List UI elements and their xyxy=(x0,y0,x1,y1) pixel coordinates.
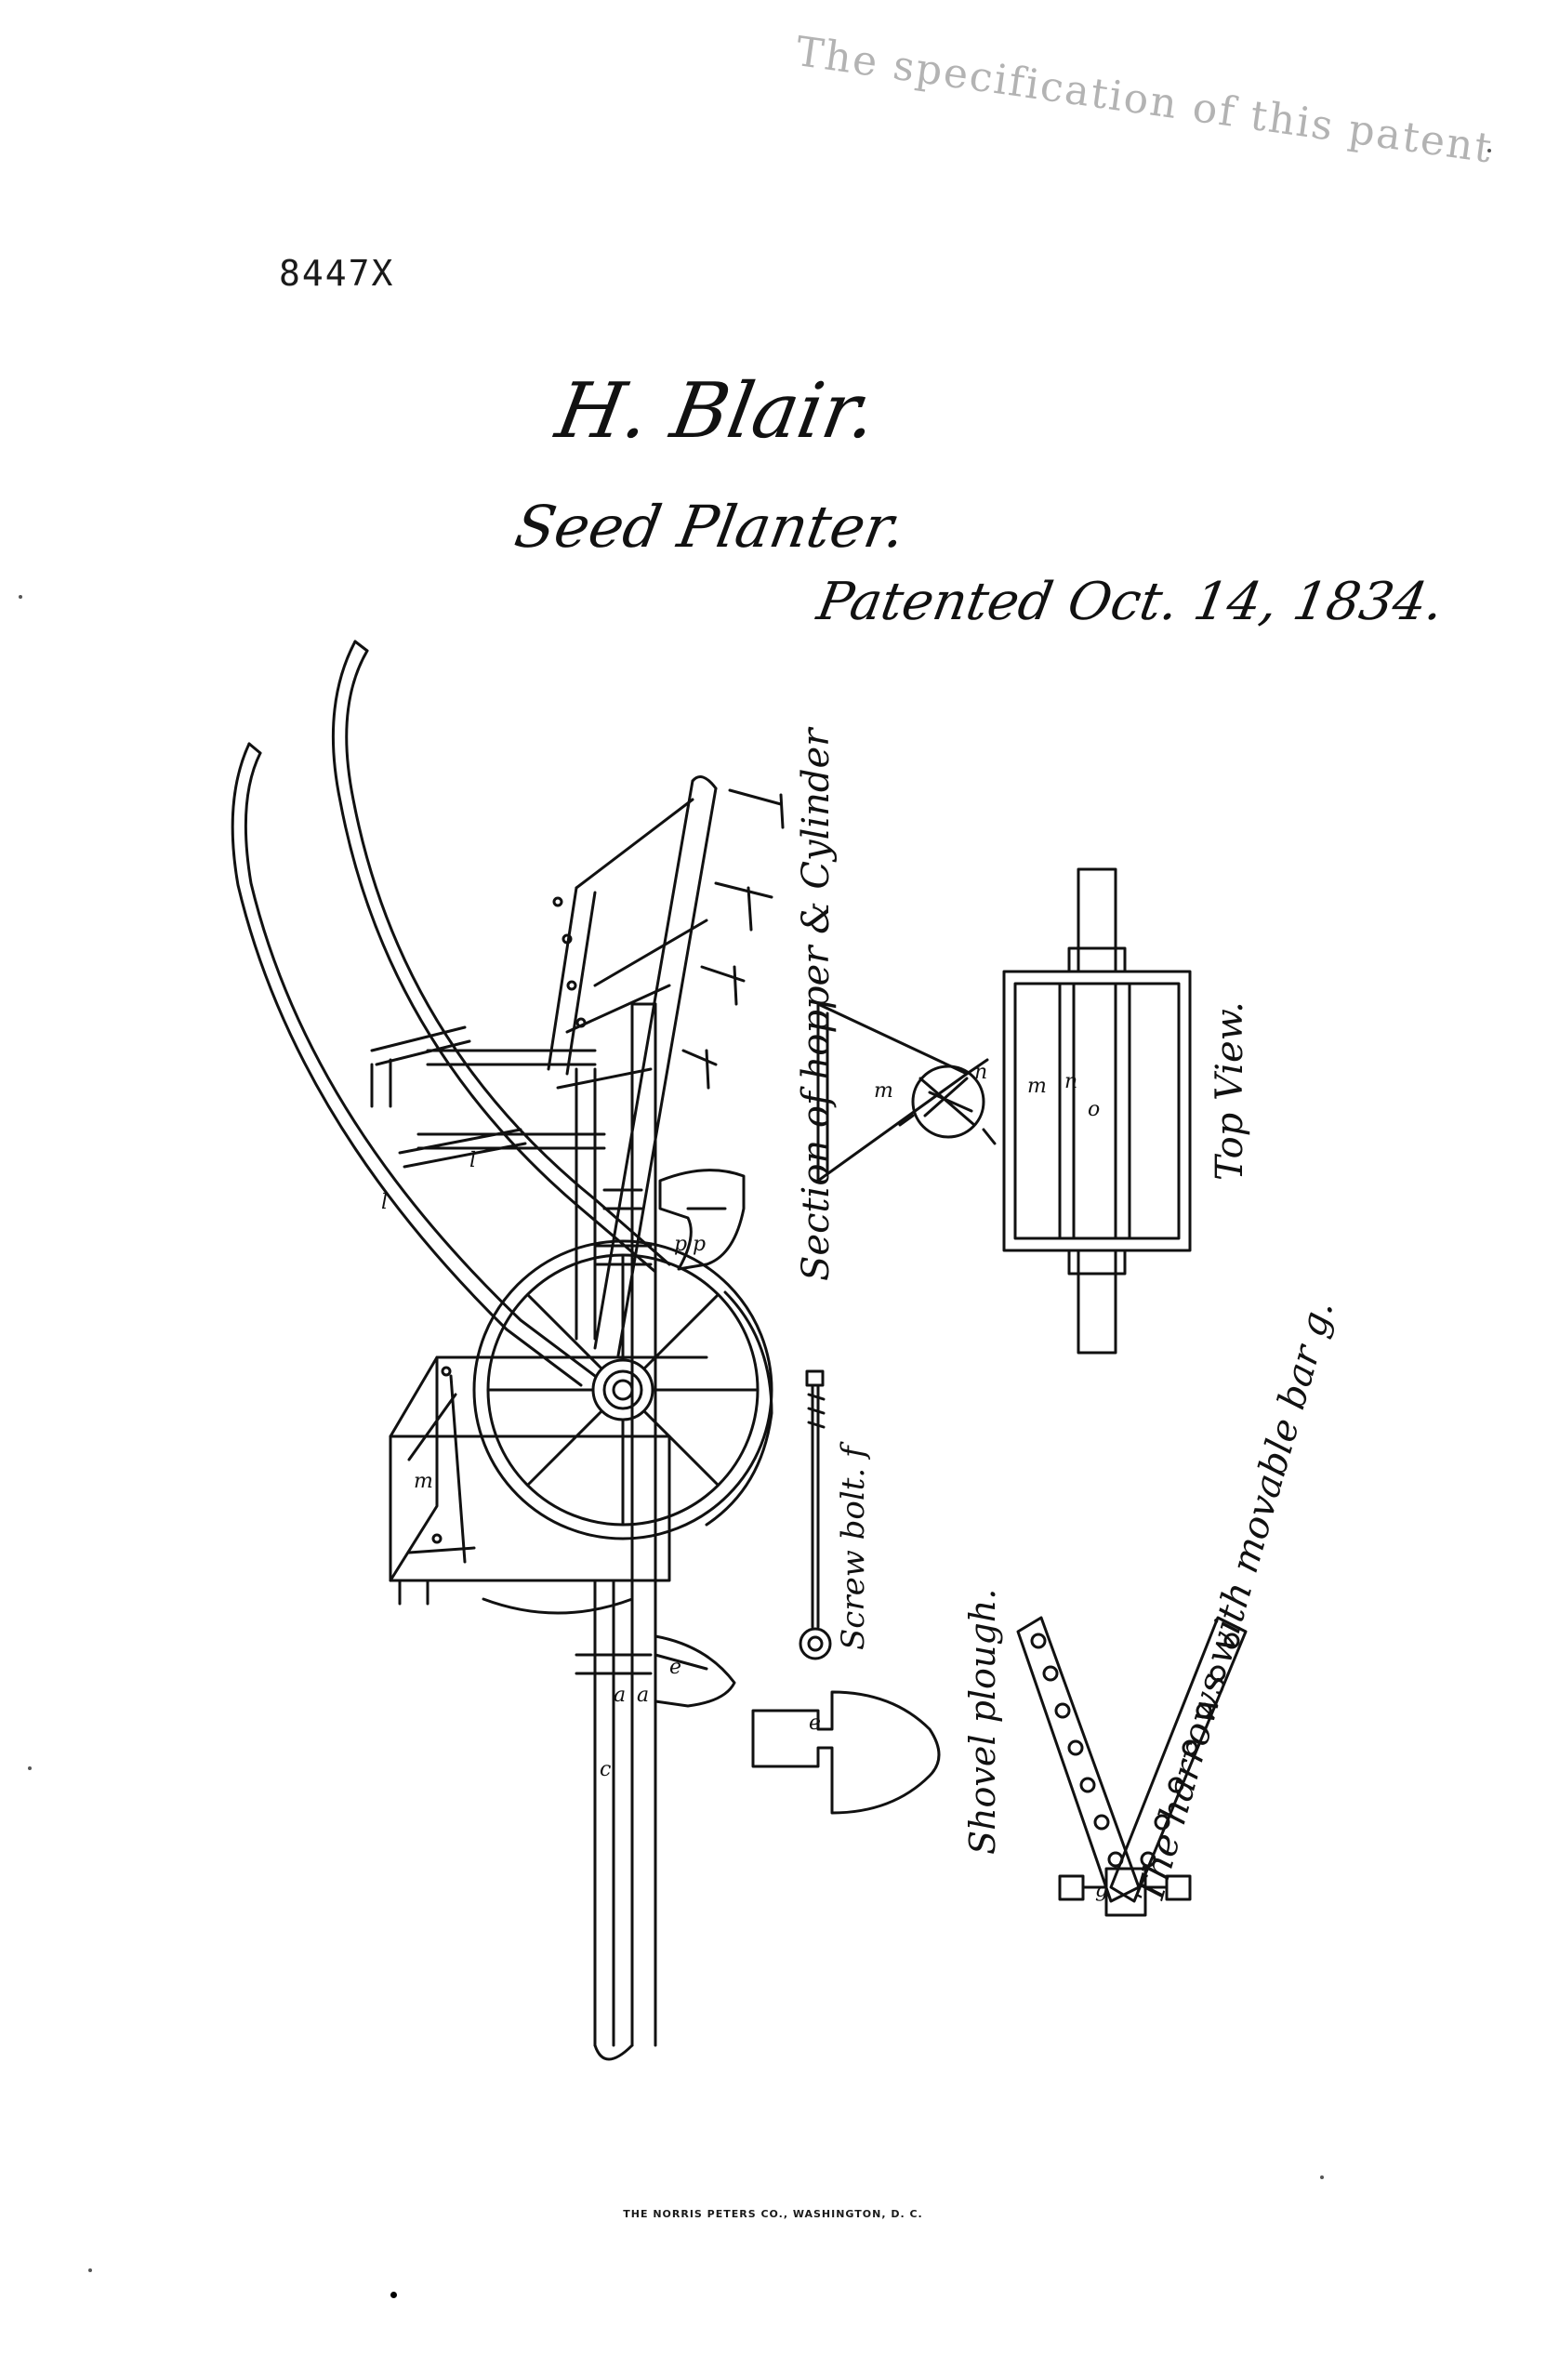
part-letter-l: l xyxy=(381,1191,388,1214)
scan-speck xyxy=(28,1766,32,1770)
part-letter-l: l xyxy=(469,1149,476,1172)
part-letter-a: a xyxy=(614,1684,626,1707)
part-letter-p: p xyxy=(693,1233,706,1256)
handles xyxy=(231,640,671,1387)
caption-screw-bolt: Screw bolt. f xyxy=(835,1446,872,1650)
printer-imprint: THE NORRIS PETERS CO., WASHINGTON, D. C. xyxy=(623,2208,923,2220)
part-letter-a: a xyxy=(637,1684,649,1707)
harrow-frame xyxy=(547,775,785,1357)
scan-speck xyxy=(88,2268,92,2272)
caption-shovel-plough: Shovel plough. xyxy=(962,1588,1003,1855)
hopper-box xyxy=(389,1355,708,1606)
part-letter-e: e xyxy=(809,1712,821,1735)
part-letter-e: e xyxy=(669,1656,681,1679)
part-letter-g: g xyxy=(1095,1879,1108,1902)
rear-plough xyxy=(654,1634,736,1708)
main-beam xyxy=(575,1002,657,2061)
scan-speck xyxy=(1320,2175,1324,2179)
frame-posts xyxy=(370,1049,653,1341)
part-letter-m: m xyxy=(874,1079,893,1103)
v-harrow xyxy=(1016,1616,1248,1917)
part-letter-p: p xyxy=(674,1233,687,1256)
part-letter-o: o xyxy=(1088,1098,1100,1121)
section-hopper-cylinder xyxy=(816,1002,997,1183)
top-view xyxy=(1002,867,1192,1355)
screw-bolt xyxy=(799,1369,832,1660)
front-plough xyxy=(658,1169,746,1271)
part-letter-n: n xyxy=(974,1061,987,1084)
part-letter-c: c xyxy=(600,1758,611,1781)
part-letter-m: m xyxy=(1027,1075,1047,1098)
patent-number: 8447X xyxy=(279,253,395,294)
scan-speck xyxy=(19,595,22,599)
caption-section-hopper-cylinder: Section of hopper & Cylinder xyxy=(795,728,838,1281)
caption-top-view: Top View. xyxy=(1209,1001,1251,1181)
scan-speck xyxy=(390,2292,397,2298)
shovel-plough-detail xyxy=(751,1690,941,1815)
wheel xyxy=(472,1239,773,1615)
part-letter-m: m xyxy=(414,1470,433,1493)
part-letter-n: n xyxy=(1064,1070,1077,1093)
scan-speck xyxy=(1487,149,1491,152)
